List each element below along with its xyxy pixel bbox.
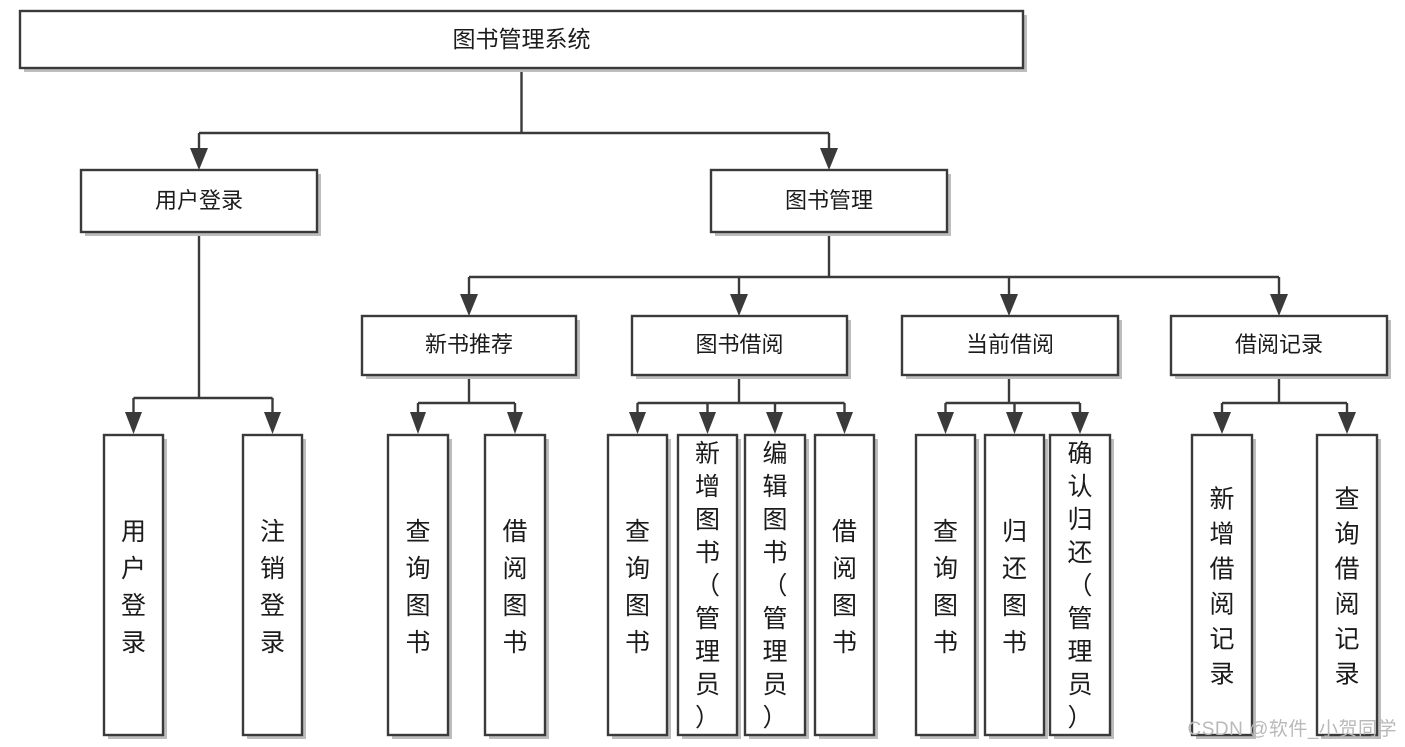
- leaf-query-record-label: 查询借阅记录: [1334, 485, 1359, 688]
- node-leaf-return-book[interactable]: 归还图书: [983, 433, 1048, 739]
- node-leaf-borrow-book-1[interactable]: 借阅图书: [483, 433, 549, 739]
- node-current-borrow[interactable]: 当前借阅: [900, 314, 1122, 379]
- leaf-query-book-3-box[interactable]: [914, 433, 977, 737]
- node-leaf-borrow-book-2[interactable]: 借阅图书: [813, 433, 878, 739]
- leaf-query-book-1-box[interactable]: [386, 433, 450, 737]
- leaf-borrow-book-2-label: 借阅图书: [832, 518, 857, 657]
- leaf-add-record-label: 新增借阅记录: [1209, 485, 1234, 688]
- new-book-recommend-box[interactable]: [360, 314, 578, 377]
- leaf-user-login-label: 用户登录: [121, 518, 146, 657]
- node-root[interactable]: 图书管理系统: [18, 9, 1027, 72]
- arrow-to-current-borrow: [1000, 294, 1018, 316]
- node-leaf-add-record[interactable]: 新增借阅记录: [1190, 433, 1256, 739]
- leaf-return-book-label: 归还图书: [1002, 518, 1027, 657]
- leaf-borrow-book-1-box[interactable]: [483, 433, 547, 737]
- csdn-watermark: CSDN @软件_小贺同学: [1187, 719, 1397, 740]
- leaf-confirm-return-box[interactable]: [1048, 433, 1112, 737]
- node-leaf-query-record[interactable]: 查询借阅记录: [1315, 433, 1381, 739]
- book-manage-box[interactable]: [709, 168, 949, 234]
- arrow-to-leaf-borrow-book-1: [507, 412, 523, 434]
- leaf-query-book-1-label: 查询图书: [405, 518, 430, 657]
- user-login-box[interactable]: [79, 168, 319, 234]
- leaf-user-login-box[interactable]: [102, 433, 165, 737]
- leaf-return-book-box[interactable]: [983, 433, 1046, 737]
- node-leaf-query-book-2[interactable]: 查询图书: [606, 433, 671, 739]
- node-leaf-user-logout[interactable]: 注销登录: [241, 433, 306, 739]
- leaf-query-book-2-label: 查询图书: [625, 518, 650, 657]
- leaf-confirm-return-label: 确认归还（管理员）: [1067, 440, 1092, 732]
- arrow-to-leaf-user-logout: [264, 412, 281, 434]
- arrow-to-leaf-edit-book: [766, 412, 783, 434]
- arrow-to-leaf-add-book: [699, 412, 716, 434]
- node-book-borrow[interactable]: 图书借阅: [630, 314, 851, 379]
- arrow-to-book-manage: [820, 148, 838, 170]
- node-borrow-record[interactable]: 借阅记录: [1169, 314, 1391, 379]
- book-borrow-label: 图书借阅: [695, 332, 783, 357]
- arrow-to-user-login: [190, 148, 208, 170]
- arrow-to-leaf-query-book-1: [410, 412, 426, 434]
- arrow-to-leaf-query-book-3: [937, 412, 954, 434]
- node-user-login[interactable]: 用户登录: [79, 168, 321, 236]
- leaf-user-logout-box[interactable]: [241, 433, 304, 737]
- root-box[interactable]: [18, 9, 1025, 70]
- borrow-record-label: 借阅记录: [1235, 332, 1323, 357]
- leaf-node-layer: 用户登录 注销登录 查询图书 借阅图书 查询图书 新增图书（管理员） 编辑图书（管理员） 借阅…: [102, 433, 1381, 739]
- current-borrow-label: 当前借阅: [966, 332, 1054, 357]
- node-leaf-user-login[interactable]: 用户登录: [102, 433, 167, 739]
- leaf-query-book-2-box[interactable]: [606, 433, 669, 737]
- arrow-to-new-book-recommend: [460, 294, 478, 316]
- leaf-edit-book-label: 编辑图书（管理员）: [762, 440, 787, 732]
- leaf-add-record-box[interactable]: [1190, 433, 1254, 737]
- arrow-to-book-borrow: [730, 294, 748, 316]
- borrow-record-box[interactable]: [1169, 314, 1389, 377]
- current-borrow-box[interactable]: [900, 314, 1120, 377]
- book-borrow-box[interactable]: [630, 314, 849, 377]
- node-leaf-confirm-return[interactable]: 确认归还（管理员）: [1048, 433, 1114, 739]
- leaf-borrow-book-2-box[interactable]: [813, 433, 876, 737]
- node-leaf-add-book[interactable]: 新增图书（管理员）: [676, 433, 741, 739]
- node-leaf-edit-book[interactable]: 编辑图书（管理员）: [743, 433, 809, 739]
- user-login-label: 用户登录: [155, 188, 243, 213]
- leaf-user-logout-label: 注销登录: [260, 518, 285, 657]
- node-new-book-recommend[interactable]: 新书推荐: [360, 314, 580, 379]
- node-leaf-query-book-1[interactable]: 查询图书: [386, 433, 452, 739]
- node-book-manage[interactable]: 图书管理: [709, 168, 951, 236]
- leaf-add-book-box[interactable]: [676, 433, 739, 737]
- leaf-query-book-3-label: 查询图书: [933, 518, 958, 657]
- leaf-borrow-book-1-label: 借阅图书: [502, 518, 527, 657]
- arrow-to-borrow-record: [1270, 294, 1288, 316]
- arrow-to-leaf-user-login: [125, 412, 142, 434]
- root-label: 图书管理系统: [453, 26, 591, 52]
- arrow-to-leaf-borrow-book-2: [836, 412, 853, 434]
- arrow-to-leaf-add-record: [1213, 412, 1231, 434]
- leaf-edit-book-box[interactable]: [743, 433, 807, 737]
- connector-layer: [125, 68, 1356, 434]
- book-manage-label: 图书管理: [785, 188, 873, 213]
- new-book-recommend-label: 新书推荐: [425, 332, 513, 357]
- leaf-query-record-box[interactable]: [1315, 433, 1379, 737]
- leaf-add-book-label: 新增图书（管理员）: [695, 440, 720, 732]
- node-leaf-query-book-3[interactable]: 查询图书: [914, 433, 979, 739]
- arrow-to-leaf-confirm-return: [1071, 412, 1089, 434]
- arrow-to-leaf-return-book: [1006, 412, 1023, 434]
- arrow-to-leaf-query-record: [1338, 412, 1356, 434]
- arrow-to-leaf-query-book-2: [629, 412, 646, 434]
